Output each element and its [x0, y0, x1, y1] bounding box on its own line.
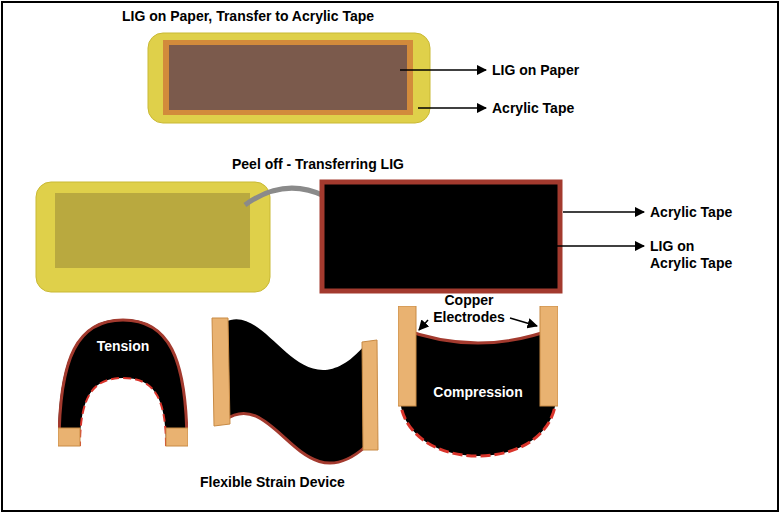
bent-device [225, 319, 365, 463]
leader-arrow [563, 211, 644, 213]
copper-electrode [362, 340, 378, 450]
device-node: Tension [58, 316, 188, 448]
leader-arrow [419, 320, 428, 330]
copper-electrode [58, 428, 80, 446]
tape-edge [225, 413, 365, 463]
copper-electrode [166, 428, 188, 446]
acrylic-tape [148, 33, 430, 123]
device-label: Tension [58, 338, 188, 355]
device-shape [398, 306, 558, 458]
device-label: Compression [398, 384, 558, 401]
part-label: LIG on Paper [492, 62, 579, 79]
leader-arrow [510, 318, 537, 326]
device-node: Compression [398, 306, 558, 458]
paper-border [163, 40, 413, 115]
leader-arrow [545, 245, 644, 247]
acrylic-tape [36, 182, 270, 292]
leader-arrow [418, 107, 486, 109]
copper-electrode [398, 306, 416, 406]
bent-device [58, 319, 188, 446]
peeled-area [55, 193, 250, 268]
part-label: Acrylic Tape [650, 204, 732, 221]
tape-edge [80, 378, 166, 446]
diagram-caption: Flexible Strain Device [200, 474, 345, 491]
part-label: LIG on Acrylic Tape [650, 238, 740, 272]
tape-edge [400, 328, 556, 343]
tape-edge [400, 396, 556, 456]
copper-electrode [540, 306, 558, 406]
diagram-title: LIG on Paper, Transfer to Acrylic Tape [122, 8, 374, 25]
callout-label: Copper Electrodes [428, 292, 510, 326]
device-shape [58, 316, 188, 448]
part-label: Acrylic Tape [492, 100, 574, 117]
leader-arrow [400, 69, 486, 71]
part-label: Peel off - Transferring LIG [232, 156, 404, 173]
lig-on-acrylic-tape [322, 182, 560, 291]
tape-edge [59, 320, 187, 446]
lig-on-paper [169, 45, 407, 110]
copper-electrode [212, 318, 230, 426]
